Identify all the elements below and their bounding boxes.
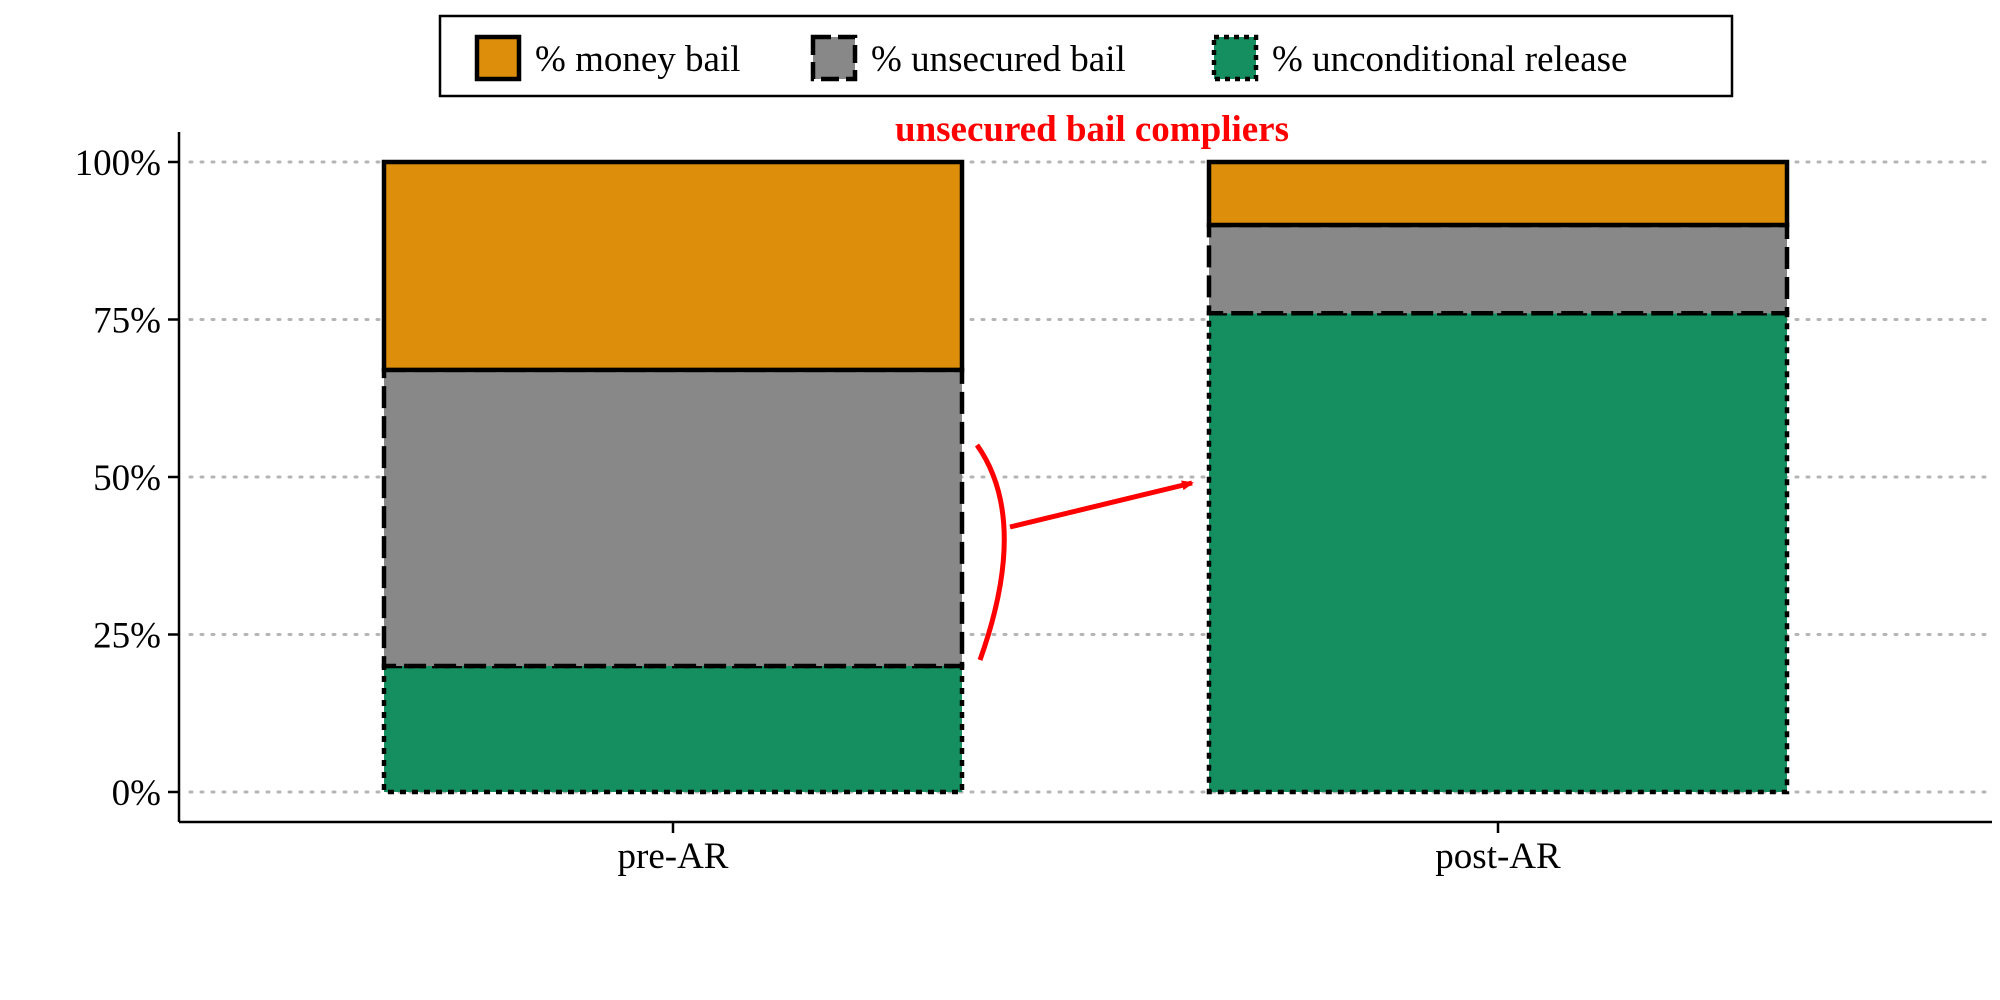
- annotation: unsecured bail compliers: [895, 109, 1289, 661]
- legend-swatch-unsecured-bail: [810, 34, 858, 82]
- y-tick-label: 100%: [75, 143, 161, 184]
- y-tick-label: 75%: [93, 301, 161, 342]
- y-tick-label: 50%: [93, 458, 161, 499]
- bar-pre-ar-unsecured-bail: [381, 367, 965, 669]
- annotation-label: unsecured bail compliers: [895, 109, 1289, 150]
- legend-swatch-money-bail: [474, 34, 522, 82]
- x-tick-label: post-AR: [1435, 836, 1561, 877]
- bars: [381, 159, 1790, 795]
- legend-label-unconditional-release: % unconditional release: [1272, 39, 1627, 80]
- legend-label-unsecured-bail: % unsecured bail: [871, 39, 1126, 80]
- bar-pre-ar-money-bail: [381, 159, 965, 373]
- bar-post-ar-money-bail: [1206, 159, 1790, 228]
- axes: 0% 25% 50% 75% 100% pre-AR post-AR: [75, 132, 1992, 877]
- bar-post-ar-unconditional-release: [1206, 310, 1790, 795]
- bar-post-ar-unsecured-bail: [1206, 222, 1790, 316]
- y-tick-label: 25%: [93, 616, 161, 657]
- annotation-arrow: [1009, 480, 1194, 530]
- legend: % money bail % unsecured bail % unconditio…: [438, 14, 1734, 98]
- legend-label-money-bail: % money bail: [535, 39, 741, 80]
- legend-swatch-unconditional-release: [1211, 34, 1259, 82]
- y-tick-label: 0%: [112, 773, 161, 814]
- x-tick-label: pre-AR: [618, 836, 729, 877]
- bar-pre-ar-unconditional-release: [381, 663, 965, 795]
- legend-box: [438, 14, 1734, 98]
- annotation-bracket: [974, 443, 1007, 661]
